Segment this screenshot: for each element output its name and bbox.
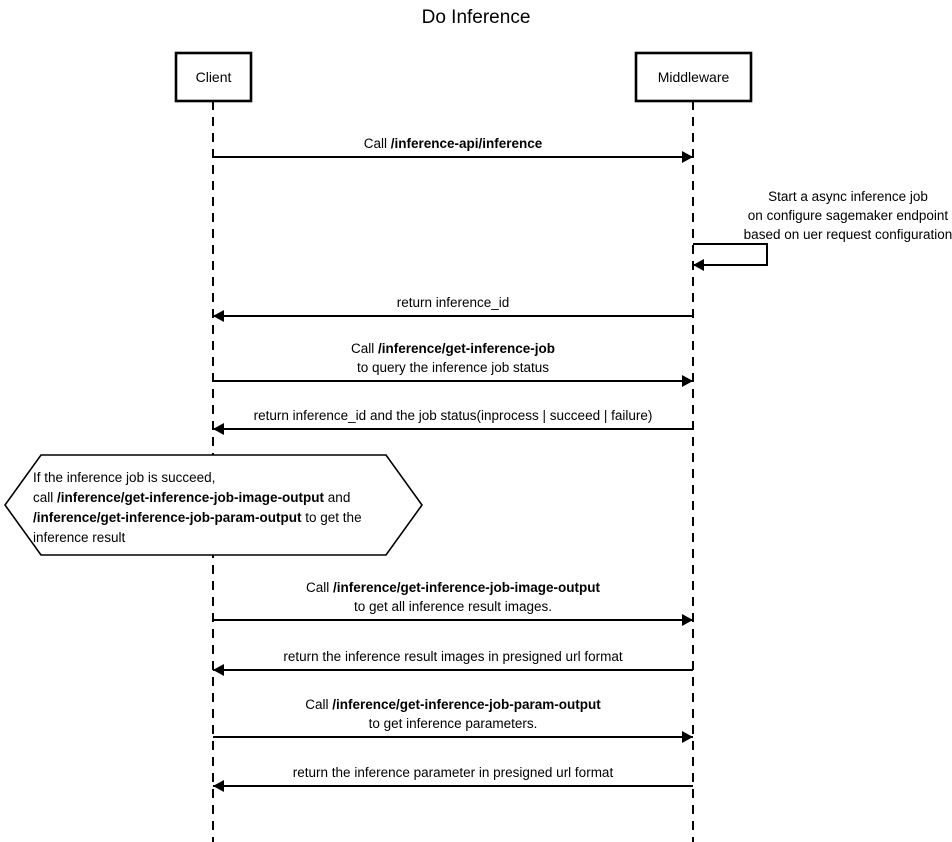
messages-group: Call /inference-api/inference return infe… xyxy=(213,136,693,792)
msg-return-inference-id-arrowhead xyxy=(213,310,224,322)
msg-call-get-inference-job-label-line-2: to query the inference job status xyxy=(357,360,549,375)
msg-call-get-inference-job-arrowhead xyxy=(682,375,693,387)
participant-box-middleware xyxy=(634,51,753,103)
msg-call-image-output-arrowhead xyxy=(682,614,693,626)
msg-call-get-inference-job: Call /inference/get-inference-job to quer… xyxy=(213,341,693,387)
self-message-start-async-job: Start a async inference job on configure … xyxy=(693,189,952,271)
participant-label-middleware: Middleware xyxy=(658,69,730,85)
msg-return-params-arrowhead xyxy=(213,780,224,792)
msg-call-image-output: Call /inference/get-inference-job-image-… xyxy=(213,580,693,626)
participant-label-client: Client xyxy=(196,69,232,85)
msg-call-inference-api-label-line-1: Call /inference-api/inference xyxy=(364,136,543,151)
msg-return-images-label-line-1: return the inference result images in pr… xyxy=(283,649,622,664)
msg-return-images-arrowhead xyxy=(213,664,224,676)
msg-call-inference-api: Call /inference-api/inference xyxy=(213,136,693,163)
msg-call-image-output-label-line-1: Call /inference/get-inference-job-image-… xyxy=(306,580,601,595)
msg-return-job-status-label-line-1: return inference_id and the job status(i… xyxy=(254,408,653,423)
self-msg-start-async-job-label-line-3: based on uer request configuration xyxy=(744,227,952,242)
msg-call-param-output-label-line-1: Call /inference/get-inference-job-param-… xyxy=(305,697,601,712)
msg-call-param-output: Call /inference/get-inference-job-param-… xyxy=(213,697,693,743)
msg-call-get-inference-job-label-line-1: Call /inference/get-inference-job xyxy=(351,341,555,356)
participants-group: Client Middleware xyxy=(174,51,753,103)
msg-call-param-output-label-line-2: to get inference parameters. xyxy=(369,716,538,731)
msg-return-inference-id-label-line-1: return inference_id xyxy=(397,295,510,310)
participant-box-client xyxy=(174,51,253,103)
msg-return-job-status: return inference_id and the job status(i… xyxy=(213,408,693,435)
msg-call-inference-api-arrowhead xyxy=(682,151,693,163)
msg-return-images: return the inference result images in pr… xyxy=(213,649,693,676)
self-msg-start-async-job-label-line-2: on configure sagemaker endpoint xyxy=(748,208,949,223)
note-if-succeed-line-1: If the inference job is succeed, xyxy=(33,470,215,485)
msg-call-image-output-label-line-2: to get all inference result images. xyxy=(354,599,552,614)
msg-return-job-status-arrowhead xyxy=(213,423,224,435)
note-if-succeed-shape xyxy=(4,454,423,556)
diagram-title: Do Inference xyxy=(422,7,531,28)
self-msg-start-async-job-label-line-1: Start a async inference job xyxy=(768,189,928,204)
msg-return-inference-id: return inference_id xyxy=(213,295,693,322)
msg-call-param-output-arrowhead xyxy=(682,731,693,743)
msg-return-params: return the inference parameter in presig… xyxy=(213,765,693,792)
self-msg-start-async-job-arrowhead xyxy=(693,259,704,271)
msg-return-params-label-line-1: return the inference parameter in presig… xyxy=(293,765,614,780)
note-if-succeed-line-4: inference result xyxy=(33,530,126,545)
note-if-succeed-line-2: call /inference/get-inference-job-image-… xyxy=(33,490,350,505)
self-msg-start-async-job-loop-path xyxy=(693,243,768,266)
participant-client[interactable]: Client xyxy=(174,51,253,103)
note-if-succeed: If the inference job is succeed, call /i… xyxy=(4,454,423,556)
note-if-succeed-line-3: /inference/get-inference-job-param-outpu… xyxy=(33,510,362,525)
participant-middleware[interactable]: Middleware xyxy=(634,51,753,103)
